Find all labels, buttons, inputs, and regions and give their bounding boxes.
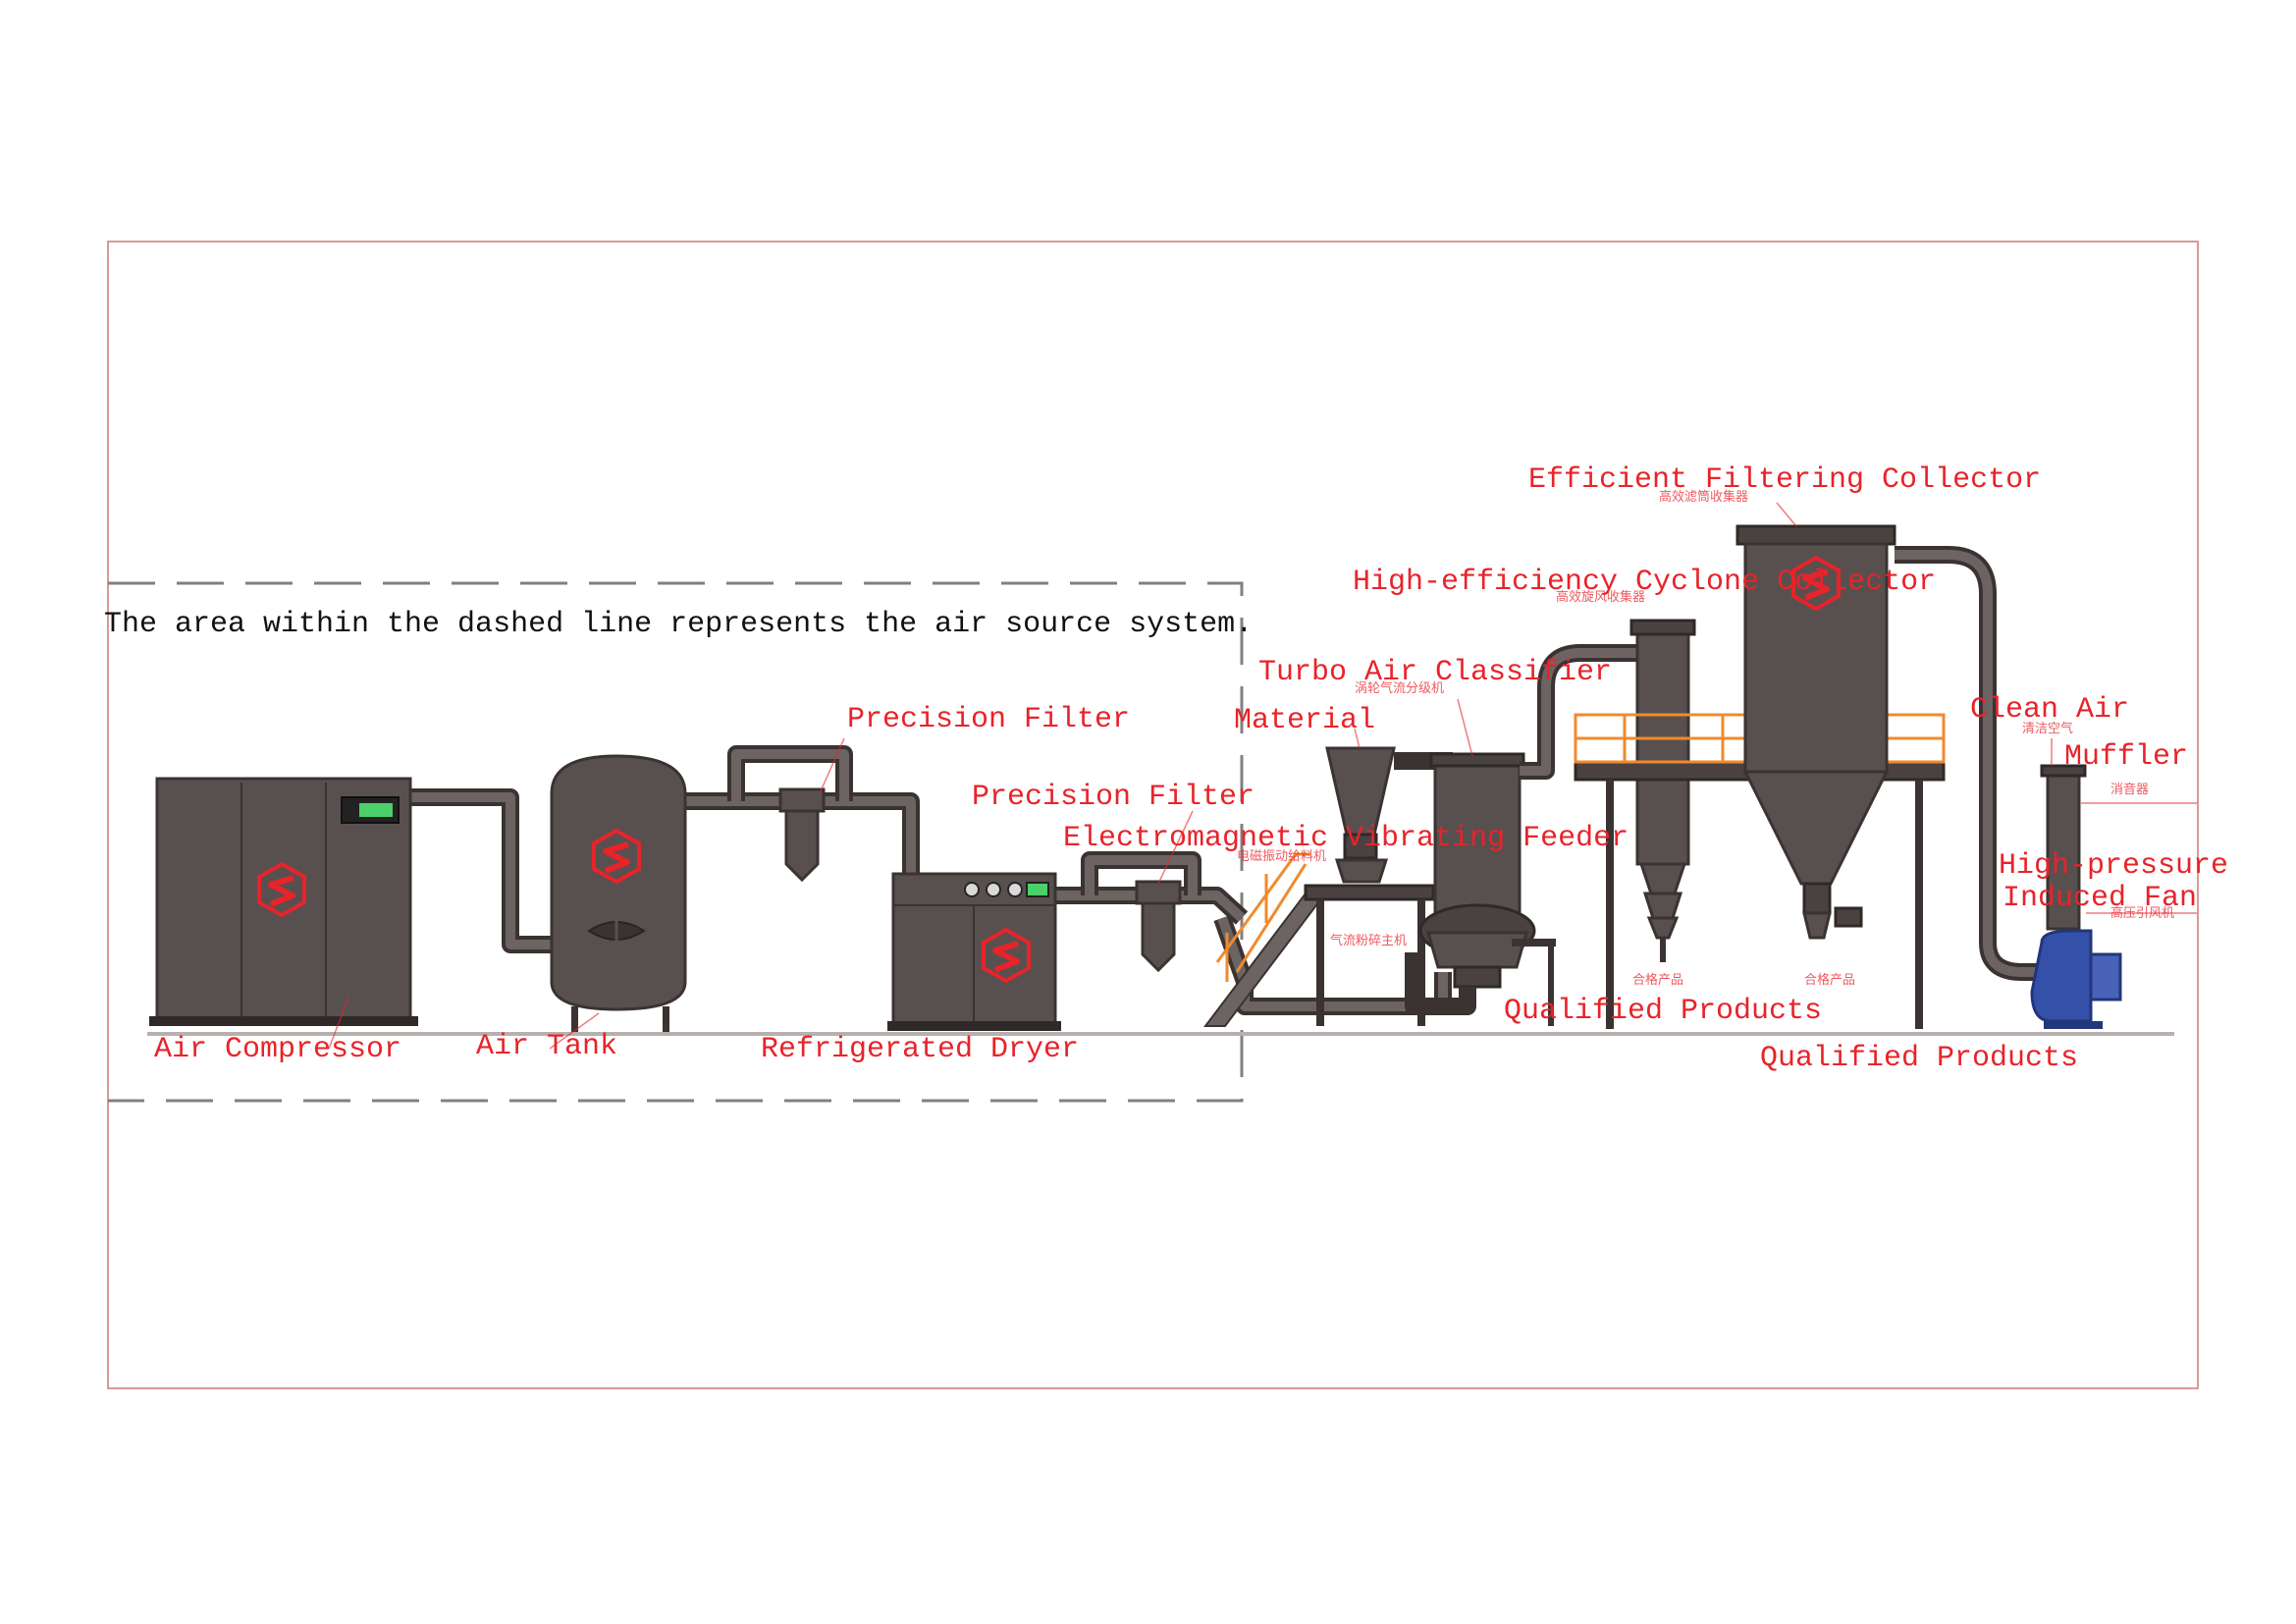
cyclone-collector bbox=[1629, 619, 1696, 962]
air-source-note: The area within the dashed line represen… bbox=[104, 608, 1253, 641]
logo-icon bbox=[982, 927, 1031, 984]
label-material: Material bbox=[1234, 704, 1375, 737]
material-hopper bbox=[1325, 746, 1396, 884]
air-source-piping bbox=[410, 745, 1452, 1015]
refrigerated-dryer bbox=[887, 872, 1061, 1031]
cn-label-filter-collector: 高效滤筒收集器 bbox=[1659, 489, 1748, 505]
label-clean-air: Clean Air bbox=[1970, 693, 2129, 727]
label-air-compressor: Air Compressor bbox=[154, 1033, 401, 1066]
filtering-collector bbox=[1735, 524, 1896, 940]
label-muffler: Muffler bbox=[2064, 740, 2188, 774]
outlet-piping bbox=[1895, 546, 2047, 981]
cn-label-product-1: 合格产品 bbox=[1632, 972, 1683, 988]
chinese-labels: 高效滤筒收集器 高效旋风收集器 涡轮气流分级机 电磁振动给料机 气流粉碎主机 清… bbox=[1237, 489, 2174, 988]
logo-icon bbox=[1791, 555, 1841, 612]
label-refrigerated-dryer: Refrigerated Dryer bbox=[761, 1033, 1079, 1066]
equipment-labels: Air Compressor Air Tank Precision Filter… bbox=[154, 463, 2228, 1075]
label-turbo-air-classifier: Turbo Air Classifier bbox=[1258, 656, 1612, 689]
precision-filter-2 bbox=[1135, 880, 1182, 973]
air-source-dashed-boundary bbox=[108, 581, 1244, 1103]
label-precision-filter-2: Precision Filter bbox=[972, 781, 1255, 814]
air-compressor bbox=[149, 777, 418, 1026]
muffler bbox=[2040, 764, 2087, 931]
label-qualified-products-1: Qualified Products bbox=[1504, 995, 1822, 1028]
label-high-efficiency-cyclone-collector: High-efficiency Cyclone Collector bbox=[1353, 566, 1936, 599]
cn-label-muffler: 消音器 bbox=[2110, 782, 2149, 797]
high-pressure-induced-fan bbox=[2030, 929, 2122, 1029]
label-high-pressure-induced-fan-line2: Induced Fan bbox=[2002, 882, 2197, 915]
outer-frame bbox=[107, 241, 2199, 1389]
cn-label-clean-air: 清洁空气 bbox=[2022, 721, 2073, 736]
leader-lines bbox=[328, 502, 2197, 1050]
label-qualified-products-2: Qualified Products bbox=[1760, 1042, 2078, 1075]
label-electromagnetic-vibrating-feeder: Electromagnetic Vibrating Feeder bbox=[1063, 822, 1629, 855]
cn-label-product-2: 合格产品 bbox=[1804, 972, 1855, 988]
label-efficient-filtering-collector: Efficient Filtering Collector bbox=[1528, 463, 2041, 497]
cn-label-fan: 高压引风机 bbox=[2110, 905, 2174, 921]
cn-label-feeder: 电磁振动给料机 bbox=[1237, 849, 1326, 864]
label-precision-filter-1: Precision Filter bbox=[847, 703, 1130, 736]
air-tank bbox=[550, 754, 687, 1032]
cn-label-mill: 气流粉碎主机 bbox=[1330, 933, 1407, 948]
cn-label-cyclone: 高效旋风收集器 bbox=[1556, 589, 1645, 605]
logo-icon bbox=[257, 861, 306, 918]
precision-filter-1 bbox=[778, 787, 826, 883]
cn-label-classifier: 涡轮气流分级机 bbox=[1355, 680, 1444, 696]
turbo-air-classifier bbox=[1394, 752, 1556, 1026]
label-high-pressure-induced-fan-line1: High-pressure bbox=[1999, 849, 2228, 883]
label-air-tank: Air Tank bbox=[476, 1030, 617, 1063]
logo-icon bbox=[592, 828, 641, 885]
